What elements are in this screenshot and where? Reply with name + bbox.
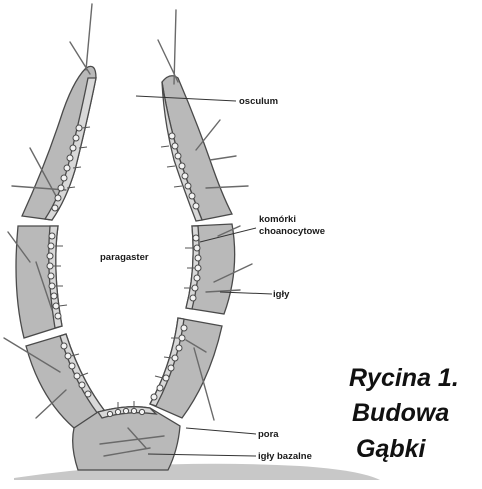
flagella	[53, 126, 195, 409]
label-osculum: osculum	[239, 96, 278, 107]
caption-line-3: Gąbki	[356, 435, 426, 463]
label-basal-spicules: igły bazalne	[258, 451, 312, 462]
label-pore: pora	[258, 429, 279, 440]
caption-line-2: Budowa	[352, 399, 450, 427]
label-choanocytes-line1: komórki	[259, 214, 296, 225]
spicules	[3, 3, 253, 457]
caption-line-1: Rycina 1.	[349, 364, 459, 392]
wall-segment	[149, 317, 223, 419]
seabed-ground	[14, 463, 380, 480]
right-wall	[149, 75, 236, 419]
label-choanocytes-line2: choanocytowe	[259, 226, 325, 237]
label-paragaster: paragaster	[100, 252, 149, 263]
label-spicules: igły	[273, 289, 290, 300]
choanocytes	[46, 124, 202, 418]
leader-lines	[135, 95, 273, 457]
left-wall	[15, 65, 105, 429]
